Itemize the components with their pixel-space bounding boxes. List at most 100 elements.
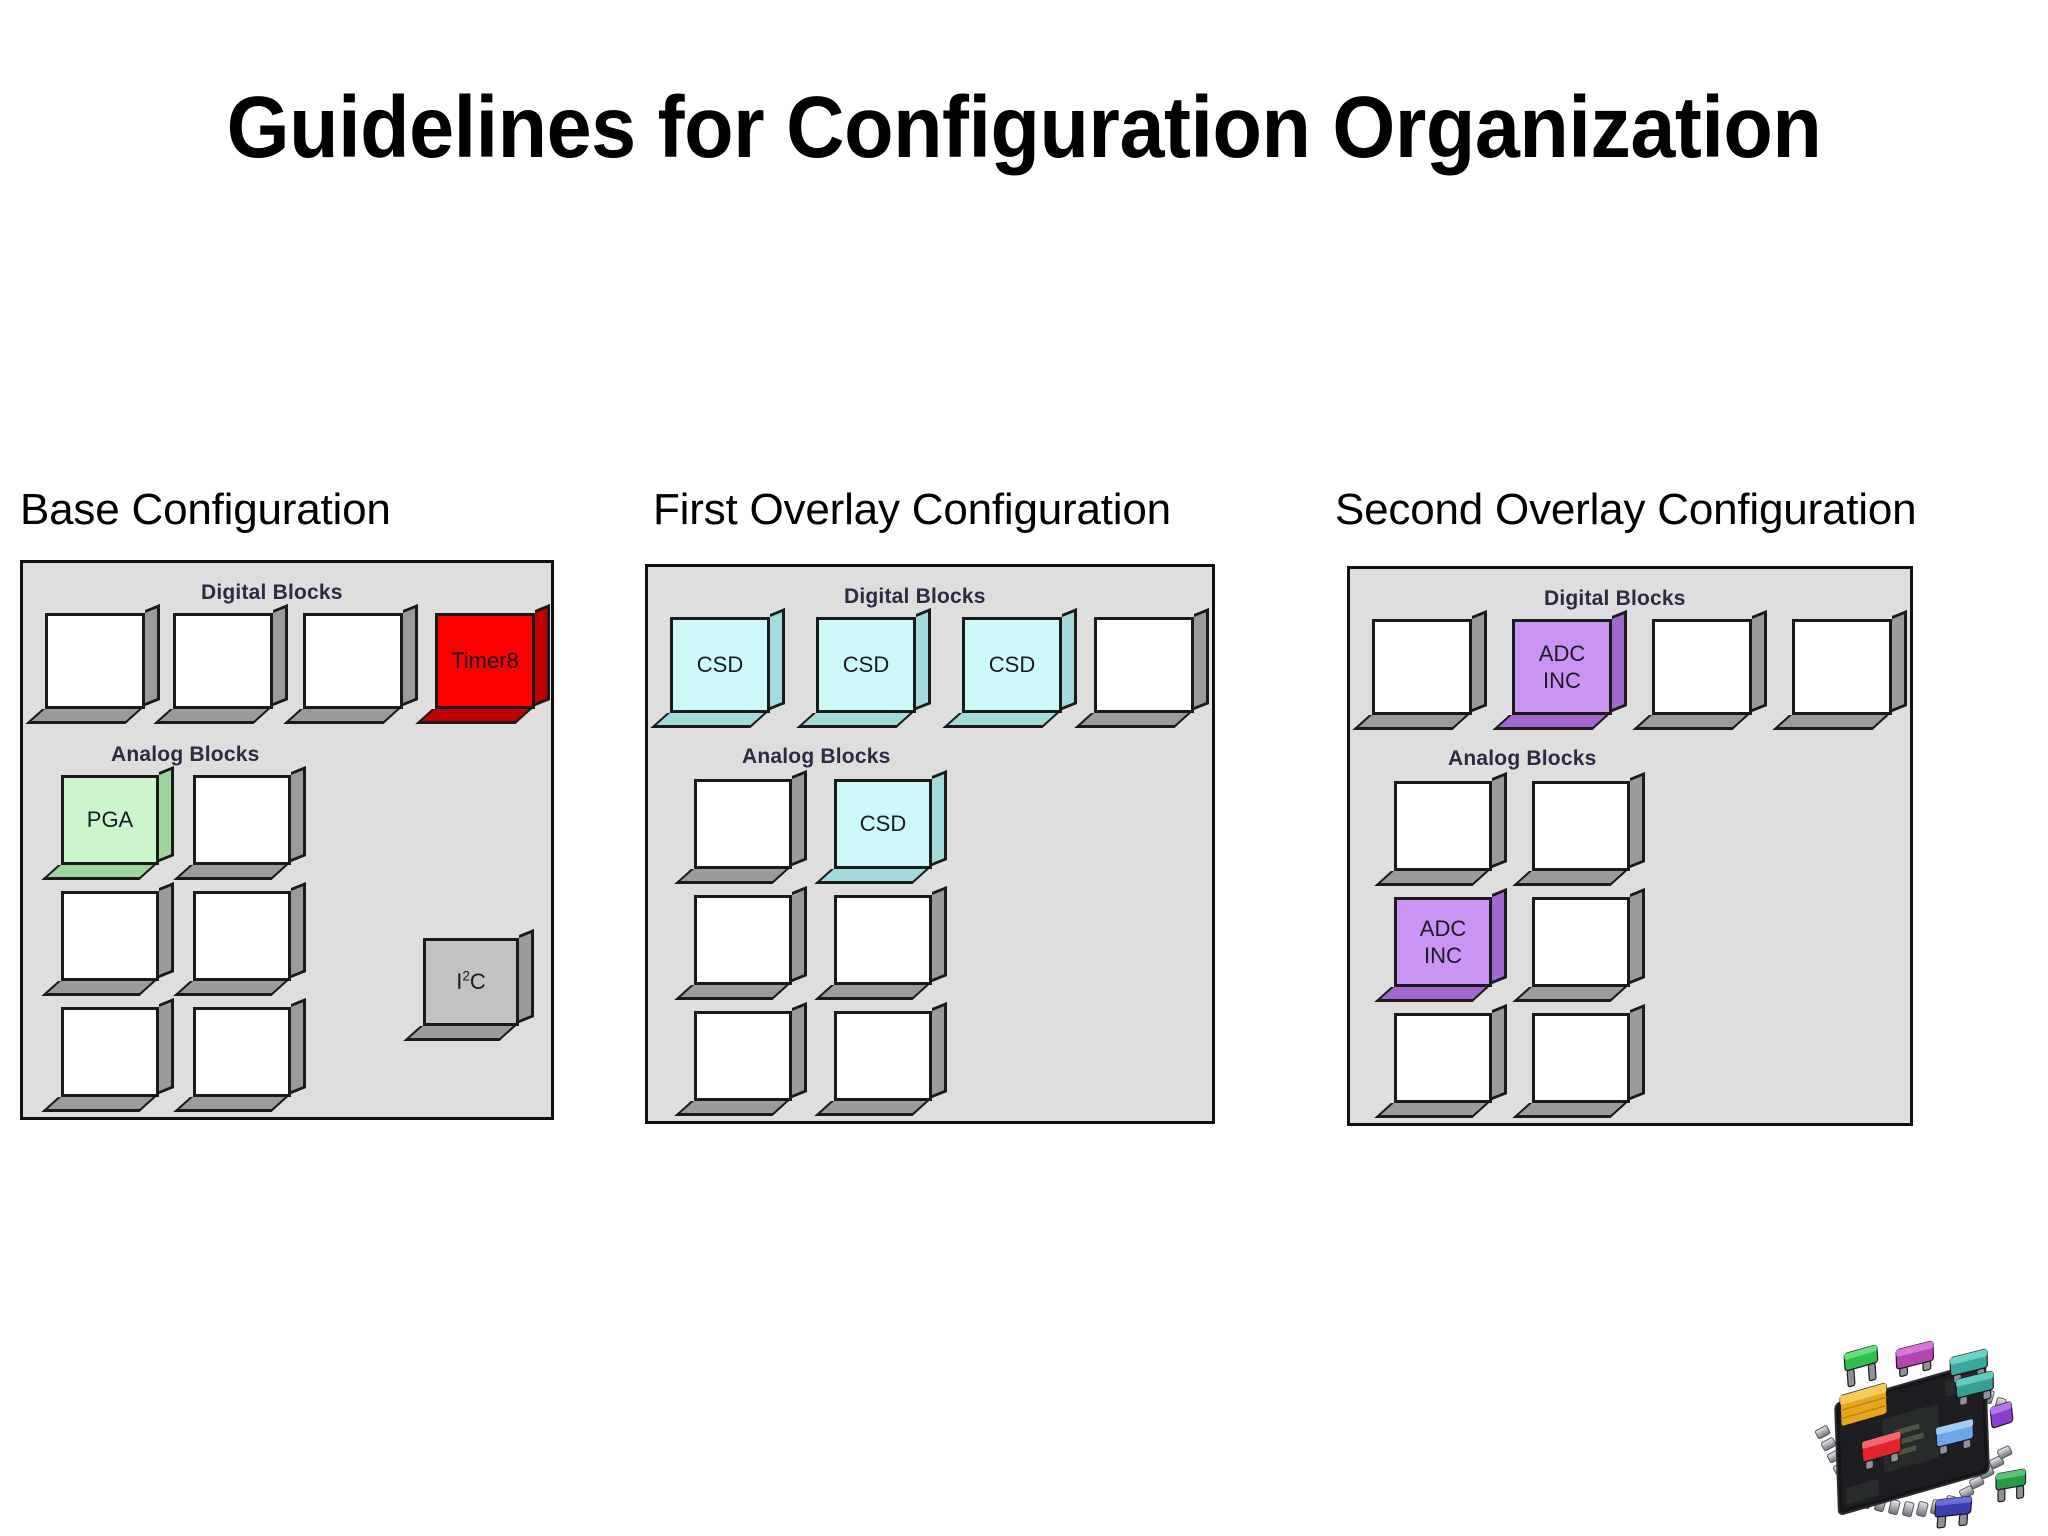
analog-block[interactable]	[1512, 1003, 1645, 1118]
block-face: CSD	[962, 617, 1062, 713]
digital-block[interactable]	[1632, 609, 1767, 730]
digital-block[interactable]	[153, 603, 288, 724]
psoc-chip-illustration-icon	[1815, 1340, 2027, 1529]
block-face	[61, 1007, 159, 1097]
digital-block-adc-inc[interactable]: ADC INC	[1492, 609, 1627, 730]
block-side-right	[1630, 1003, 1645, 1100]
digital-block[interactable]	[1352, 609, 1487, 730]
block-side-right	[403, 603, 418, 706]
analog-block[interactable]	[173, 881, 306, 996]
analog-block[interactable]	[814, 885, 947, 1000]
peripheral-block-i2c[interactable]: I2C	[403, 928, 534, 1041]
block-side-bottom	[403, 1026, 516, 1041]
analog-block-csd[interactable]: CSD	[814, 769, 947, 884]
analog-block[interactable]	[41, 997, 174, 1112]
block-side-bottom	[1374, 1103, 1489, 1118]
i2c-label-superscript: 2	[462, 968, 470, 984]
digital-block[interactable]	[283, 603, 418, 724]
block-face	[1792, 619, 1892, 715]
block-side-right	[1892, 609, 1907, 712]
block-face	[1094, 617, 1194, 713]
block-side-right	[792, 885, 807, 982]
block-face	[694, 895, 792, 985]
block-side-bottom	[1512, 1103, 1627, 1118]
block-side-right	[159, 765, 174, 862]
block-side-right	[159, 997, 174, 1094]
block-side-right	[792, 769, 807, 866]
block-face	[1532, 897, 1630, 987]
analog-block[interactable]	[814, 1001, 947, 1116]
block-side-right	[159, 881, 174, 978]
analog-block[interactable]	[674, 885, 807, 1000]
block-side-bottom	[283, 709, 400, 724]
block-side-bottom	[173, 1097, 288, 1112]
block-side-right	[273, 603, 288, 706]
block-side-bottom	[41, 1097, 156, 1112]
block-label-line2: INC	[1543, 668, 1581, 693]
block-side-bottom	[173, 865, 288, 880]
block-side-right	[1612, 609, 1627, 712]
digital-block-csd[interactable]: CSD	[650, 607, 785, 728]
block-side-bottom	[814, 1101, 929, 1116]
block-face: Timer8	[435, 613, 535, 709]
block-side-right	[519, 928, 534, 1023]
block-face: PGA	[61, 775, 159, 865]
block-side-right	[1630, 887, 1645, 984]
block-side-right	[1472, 609, 1487, 712]
analog-block-adc-inc[interactable]: ADC INC	[1374, 887, 1507, 1002]
block-side-bottom	[41, 865, 156, 880]
block-side-bottom	[674, 1101, 789, 1116]
digital-block-timer8[interactable]: Timer8	[415, 603, 550, 724]
analog-block[interactable]	[1374, 1003, 1507, 1118]
block-side-right	[916, 607, 931, 710]
chip-diagram-first-overlay: Digital Blocks CSD CSD CSD Analog Blocks	[645, 564, 1215, 1124]
analog-block[interactable]	[41, 881, 174, 996]
block-side-right	[1492, 887, 1507, 984]
digital-block[interactable]	[1772, 609, 1907, 730]
digital-blocks-label: Digital Blocks	[844, 585, 986, 608]
block-side-bottom	[41, 981, 156, 996]
block-side-right	[1062, 607, 1077, 710]
block-side-right	[1492, 1003, 1507, 1100]
block-side-right	[770, 607, 785, 710]
analog-block[interactable]	[674, 1001, 807, 1116]
analog-block[interactable]	[1374, 771, 1507, 886]
block-side-bottom	[814, 985, 929, 1000]
block-face	[193, 891, 291, 981]
block-label-line1: ADC	[1538, 640, 1586, 666]
block-side-bottom	[1374, 871, 1489, 886]
digital-block[interactable]	[25, 603, 160, 724]
block-face	[193, 1007, 291, 1097]
block-face	[694, 1011, 792, 1101]
block-side-right	[291, 997, 306, 1094]
block-face: ADC INC	[1394, 897, 1492, 987]
panel-heading-base: Base Configuration	[20, 485, 391, 534]
block-side-bottom	[650, 713, 767, 728]
block-face	[834, 1011, 932, 1101]
i2c-label-post: C	[469, 969, 486, 995]
digital-block-csd[interactable]: CSD	[942, 607, 1077, 728]
digital-block[interactable]	[1074, 607, 1209, 728]
block-side-bottom	[796, 713, 913, 728]
block-side-right	[1194, 607, 1209, 710]
block-side-bottom	[674, 985, 789, 1000]
analog-block[interactable]	[1512, 771, 1645, 886]
analog-blocks-label: Analog Blocks	[742, 745, 891, 768]
block-face	[834, 895, 932, 985]
analog-block[interactable]	[674, 769, 807, 884]
analog-block[interactable]	[1512, 887, 1645, 1002]
block-face: I2C	[423, 938, 519, 1026]
block-side-bottom	[1512, 987, 1627, 1002]
block-face	[61, 891, 159, 981]
analog-block[interactable]	[173, 997, 306, 1112]
block-side-bottom	[1374, 987, 1489, 1002]
block-side-bottom	[1772, 715, 1889, 730]
block-side-right	[1752, 609, 1767, 712]
block-side-bottom	[1492, 715, 1609, 730]
analog-block[interactable]	[173, 765, 306, 880]
block-side-bottom	[1512, 871, 1627, 886]
block-face	[173, 613, 273, 709]
digital-block-csd[interactable]: CSD	[796, 607, 931, 728]
analog-block-pga[interactable]: PGA	[41, 765, 174, 880]
panel-heading-first-overlay: First Overlay Configuration	[653, 485, 1171, 534]
